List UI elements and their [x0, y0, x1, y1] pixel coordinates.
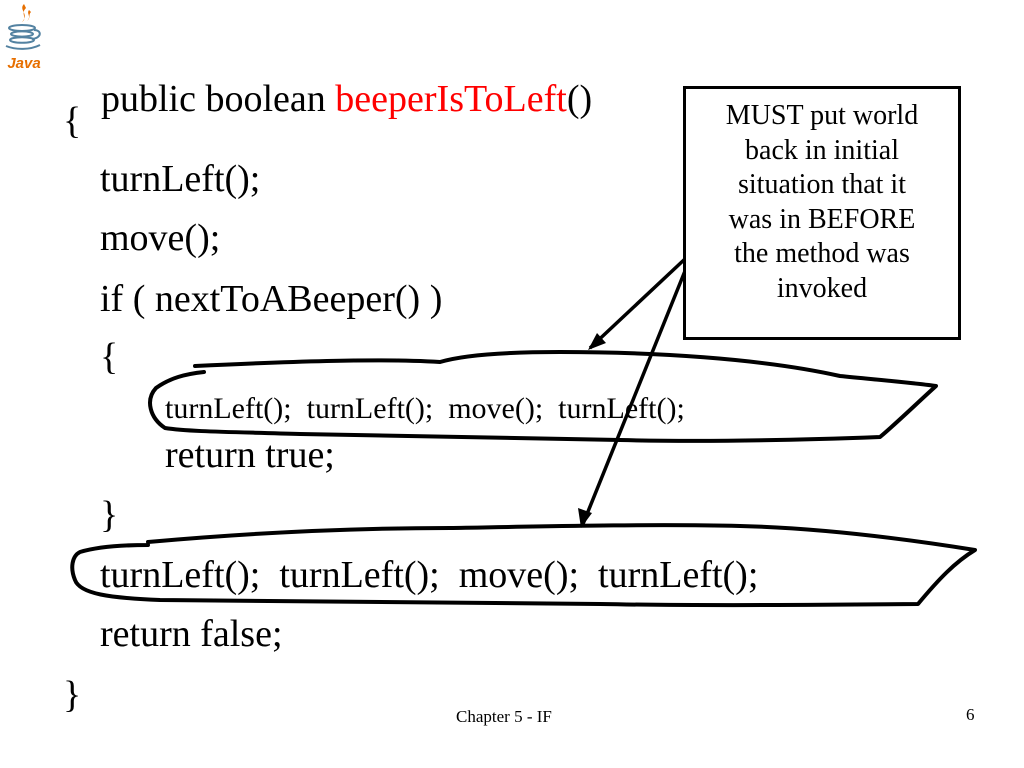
footer-page-number: 6: [966, 705, 975, 724]
method-close-brace: }: [63, 674, 82, 716]
signature-suffix: (): [566, 78, 593, 120]
arrowhead-upper: [588, 333, 606, 350]
method-open-brace: {: [63, 100, 82, 142]
method-signature: public boolean beeperIsToLeft(): [63, 42, 592, 156]
method-name: beeperIsToLeft: [335, 78, 567, 120]
footer-chapter: Chapter 5 - IF: [456, 707, 552, 726]
if-restore-code: turnLeft(); turnLeft(); move(); turnLeft…: [165, 392, 685, 425]
if-open-brace: {: [100, 336, 119, 378]
code-move: move();: [100, 217, 221, 259]
callout-line: invoked: [776, 272, 868, 304]
callout-note: MUST put world back in initial situation…: [683, 86, 961, 340]
java-coffee-cup-icon: Java: [0, 0, 48, 78]
callout-line: situation that it: [738, 169, 906, 200]
restore-code: turnLeft(); turnLeft(); move(); turnLeft…: [100, 554, 759, 596]
code-return-false: return false;: [100, 613, 283, 655]
logo-wordmark: Java: [7, 55, 40, 72]
callout-line: was in BEFORE: [728, 203, 916, 235]
arrowhead-lower: [578, 508, 592, 528]
callout-line: MUST put world: [725, 100, 919, 131]
callout-line: the method was: [734, 238, 910, 269]
callout-line: back in initial: [745, 134, 899, 166]
code-turnleft: turnLeft();: [100, 158, 261, 200]
if-close-brace: }: [100, 494, 119, 536]
signature-prefix: public boolean: [101, 78, 336, 120]
code-return-true: return true;: [165, 434, 335, 476]
code-if-statement: if ( nextToABeeper() ): [100, 278, 443, 320]
arrow-to-upper-outline: [588, 256, 688, 350]
